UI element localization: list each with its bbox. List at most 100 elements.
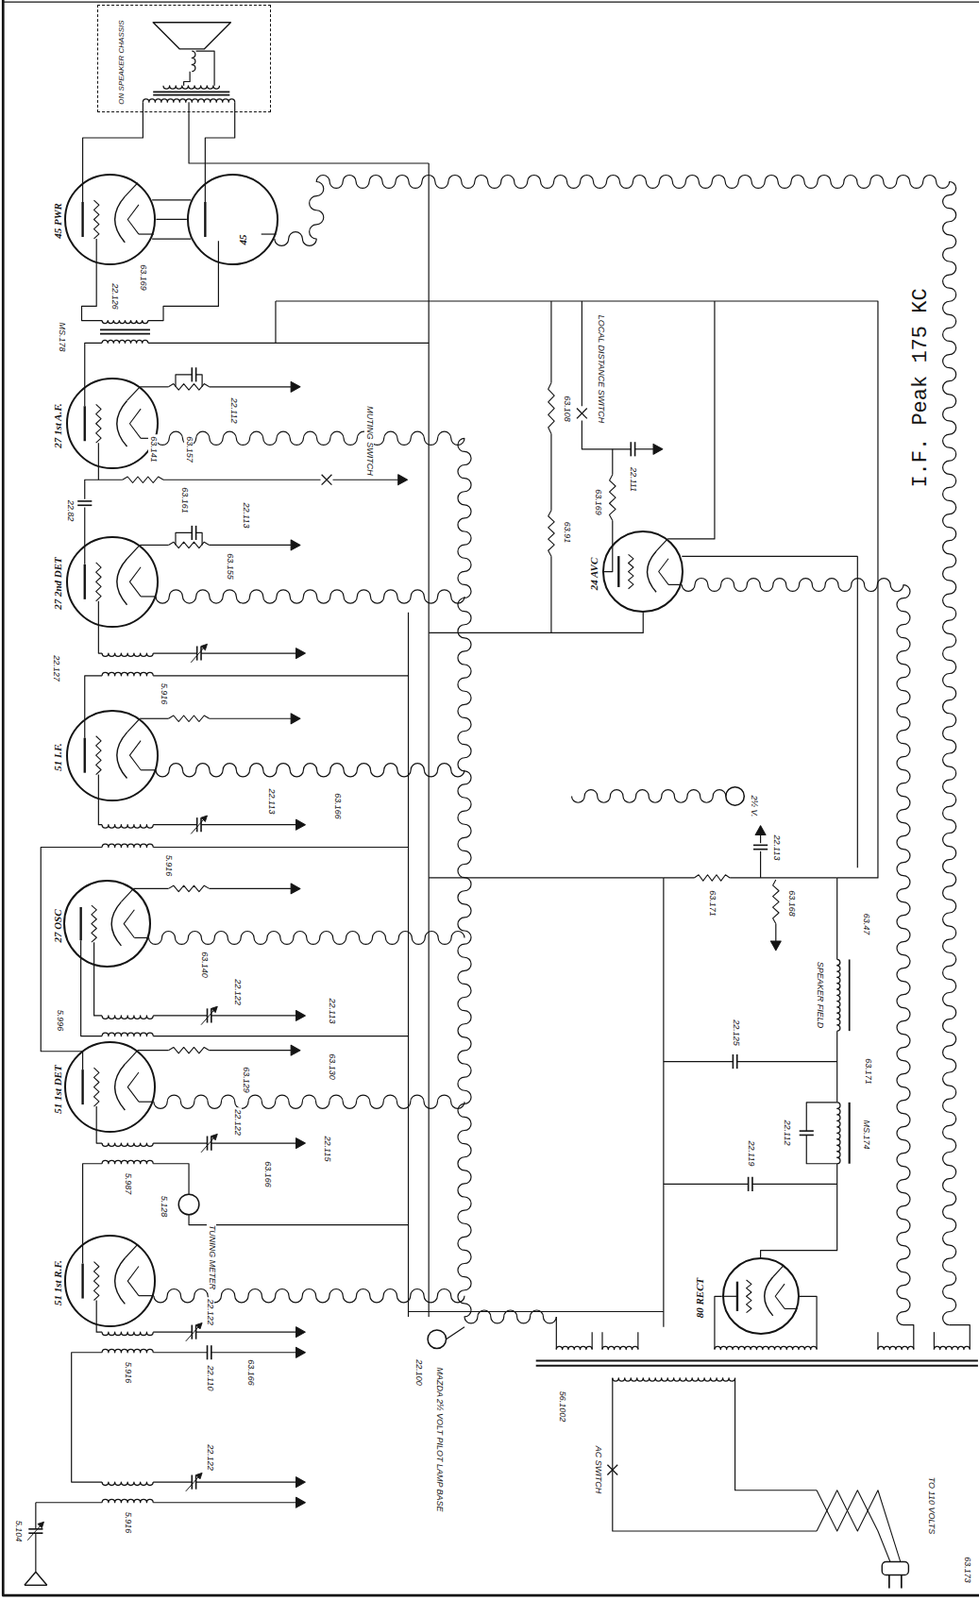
resistor-symbol [168,715,209,722]
cord-wire [816,1490,901,1563]
pilot-lamp [725,787,744,806]
wire [139,386,169,388]
part-number: 5.987 [122,1171,133,1198]
capacitor-symbol [753,844,768,847]
coil-symbol [602,1346,639,1350]
coil-symbol [142,99,235,102]
capacitor-symbol [629,441,632,456]
wire [152,1502,296,1503]
tube-plate [79,907,82,941]
wire [196,50,215,86]
transformer-core [848,1102,851,1165]
part-number: 22.113 [771,832,781,862]
capacitor-symbol [190,367,193,382]
tube-grid [96,736,102,776]
wire [759,851,761,878]
part-number: 22.113 [240,501,251,531]
wire [139,718,169,720]
transformer-core [100,333,151,336]
wire [209,888,292,890]
part-number: 22.100 [413,1358,423,1389]
tube-circle: 27 1st A.F. [66,377,158,470]
tube-circle: 27 2nd DET [66,536,158,628]
resistor-symbol [693,875,730,881]
capacitor-symbol [190,525,193,541]
wire [201,652,297,654]
part-number: 22.110 [204,1363,215,1393]
tube-grid [746,1280,752,1314]
part-number: 22.127 [51,654,62,685]
wire [152,1014,207,1016]
wire [133,888,169,890]
part-number: 5.996 [54,1008,65,1034]
speaker-chassis-box: ON SPEAKER CHASSIS [97,4,271,113]
filament-wire [155,590,465,604]
tube-circle: 45 [186,173,279,266]
wire [152,846,408,848]
ground-symbol [290,1045,301,1056]
part-number: 63.157 [184,434,194,465]
wire [84,479,100,500]
part-number: 63.166 [332,791,342,822]
cathode-lead [124,1050,138,1065]
antenna-symbol [35,1571,48,1586]
wire [152,675,408,676]
filament-lead [140,438,156,439]
wire [556,1316,558,1351]
switch-mark [607,1465,618,1476]
switch-mark [321,474,333,486]
tube-cathode [111,901,121,946]
ground-symbol [398,474,408,486]
part-number: 22.115 [321,1133,332,1164]
resistor-symbol [168,1046,209,1053]
wire [163,479,321,481]
capacitor-symbol [190,1325,193,1340]
wire [428,877,664,878]
part-number: 63.161 [179,485,189,516]
tube-filament [127,204,139,235]
wire [759,835,761,844]
wire [148,342,429,344]
tube-plate [84,564,86,600]
wire [581,301,583,406]
coil-symbol [101,1332,153,1335]
tube-grid [93,1067,99,1107]
tube-label: 24 AVC [588,555,600,592]
wire [735,1378,818,1491]
variable-arrow [196,1322,203,1329]
tube-label: 45 [236,232,249,247]
tube-plate [617,556,620,588]
wire [550,301,552,384]
wire [209,718,292,720]
wire [581,421,631,450]
part-number: 63.140 [199,949,209,980]
cathode-lead [124,1244,138,1259]
filament-lead [668,584,682,586]
variable-arrow [211,1006,218,1013]
wire [188,1215,408,1226]
wire [184,71,190,86]
tube-grid [93,1262,99,1301]
wire [333,479,399,481]
part-number: 22.119 [745,1138,756,1168]
filament-wire [153,1095,465,1109]
transformer-core [100,328,151,331]
capacitor-symbol [77,504,92,507]
variable-arrow [211,1133,218,1140]
tube-plate [81,202,84,237]
wire [152,1164,189,1195]
wire [681,556,858,558]
wire [446,1327,465,1340]
transformer-core [536,1359,979,1362]
tube-filament [658,558,669,586]
ground-symbol [296,819,306,830]
tube-cathode [117,558,128,606]
coil-symbol [101,339,149,343]
wire [151,199,191,201]
wire [152,1351,207,1353]
tube-plate [203,202,206,237]
tube-plate [81,1264,84,1300]
coil-symbol [101,320,149,324]
